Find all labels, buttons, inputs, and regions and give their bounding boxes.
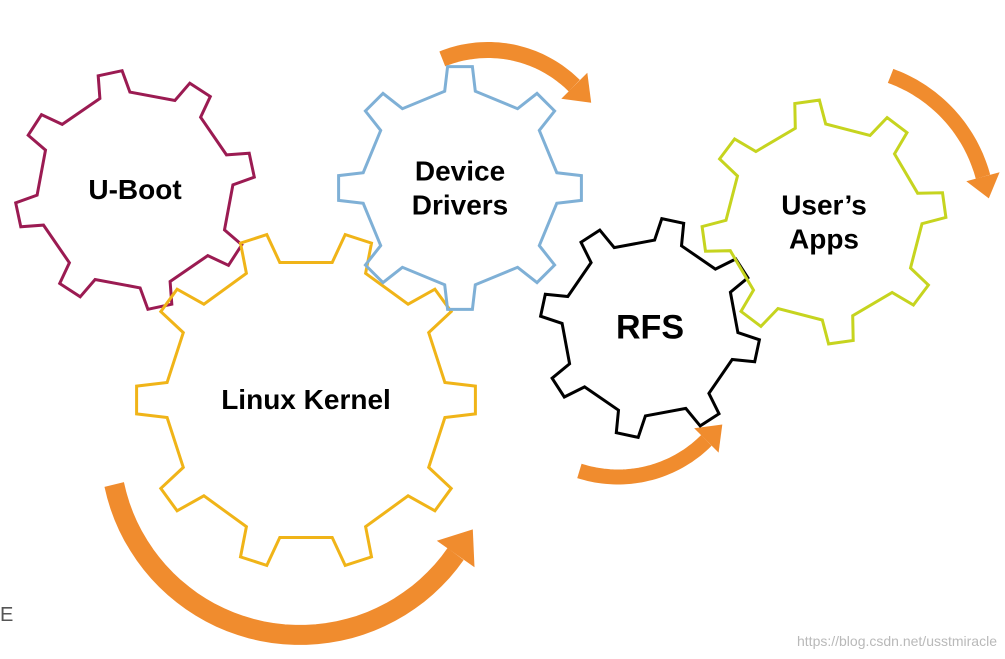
arrow-drivers <box>439 42 592 103</box>
gear-uboot <box>13 68 257 312</box>
gear-drivers <box>337 65 583 311</box>
corner-letter: E <box>0 604 14 626</box>
gear-label-kernel-line-1: Linux Kernel <box>221 384 391 416</box>
gear-label-kernel: Linux Kernel <box>221 383 391 417</box>
gear-label-drivers: Device Drivers <box>412 154 509 221</box>
gear-label-drivers-line-1: Device <box>414 155 506 187</box>
gear-label-apps-line-1: User’s <box>781 189 867 221</box>
gear-label-uboot-line-1: U-Boot <box>88 174 182 206</box>
arrow-apps <box>887 68 1000 199</box>
gear-label-rfs-line-1: RFS <box>616 308 684 347</box>
gear-kernel <box>135 232 477 568</box>
gear-label-rfs: RFS <box>616 308 684 349</box>
gear-label-uboot: U-Boot <box>88 173 181 207</box>
gear-rfs <box>538 216 762 440</box>
gear-label-drivers-line-2: Drivers <box>411 189 509 220</box>
gear-label-apps-line-2: Apps <box>789 223 859 254</box>
gear-apps <box>700 98 948 346</box>
watermark: https://blog.csdn.net/usstmiracle <box>797 633 997 649</box>
arrow-rfs <box>577 424 723 485</box>
gear-label-apps: User’s Apps <box>781 188 867 255</box>
arrow-kernel <box>104 482 475 645</box>
